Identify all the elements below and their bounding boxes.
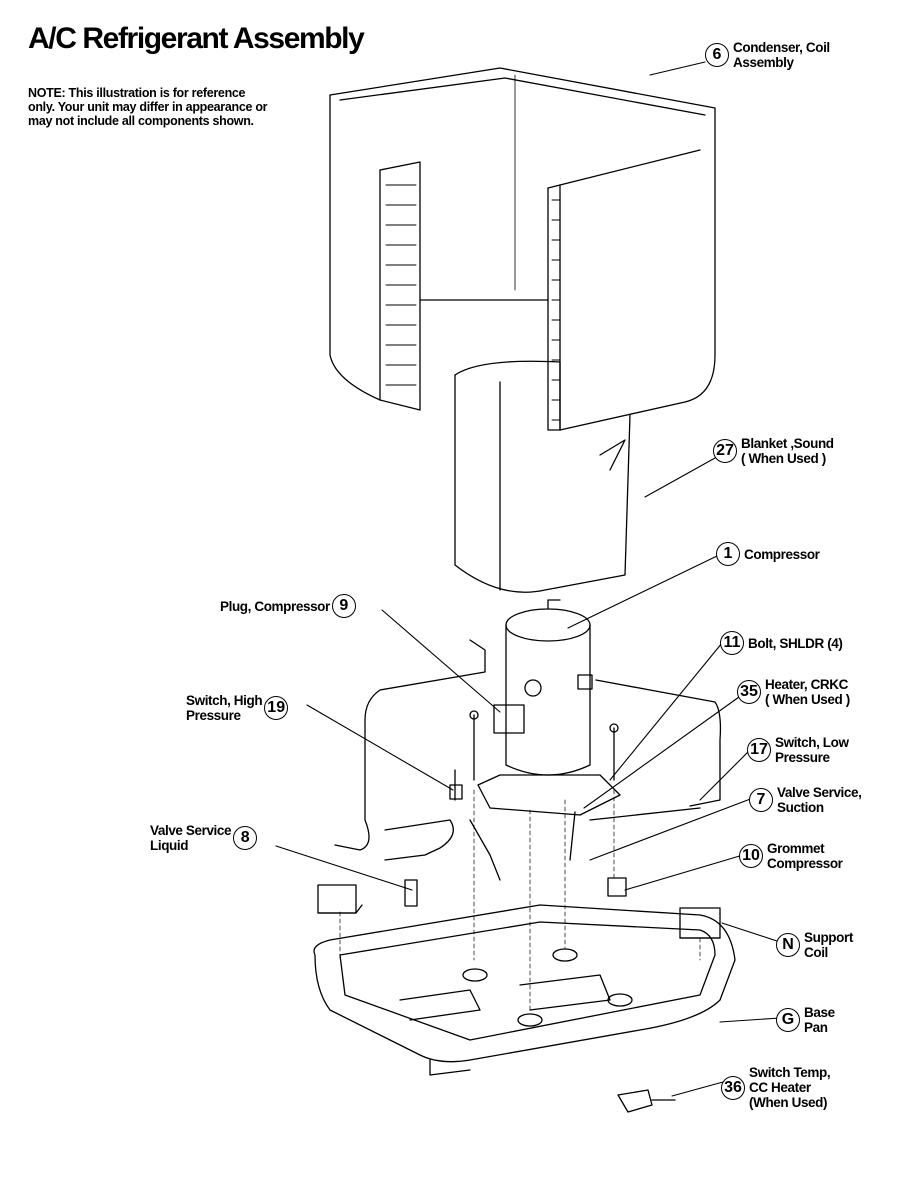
callout-7-number: 7	[749, 788, 773, 812]
callout-8-number: 8	[233, 826, 258, 850]
callout-1-number: 1	[716, 542, 740, 566]
compressor-drawing	[477, 599, 621, 816]
callout-35-label: Heater, CRKC( When Used )	[765, 677, 850, 707]
refrigerant-tubing-drawing	[334, 639, 722, 881]
callout-17-number: 17	[747, 738, 771, 762]
callout-11: 11 Bolt, SHLDR (4)	[720, 631, 843, 655]
callout-7: 7 Valve Service,Suction	[749, 785, 862, 815]
callout-9: Plug, Compressor 9	[220, 594, 356, 618]
note-text: NOTE: This illustration is for reference…	[28, 86, 268, 128]
callout-9-number: 9	[331, 594, 356, 618]
sound-blanket-drawing	[454, 360, 631, 593]
callout-27: 27 Blanket ,Sound( When Used )	[713, 436, 834, 466]
callout-11-label: Bolt, SHLDR (4)	[748, 635, 843, 651]
page-title: A/C Refrigerant Assembly	[28, 22, 365, 55]
condenser-coil-drawing	[329, 67, 716, 431]
base-pan-drawing	[313, 904, 736, 1076]
callout-7-label: Valve Service,Suction	[777, 785, 862, 815]
callout-27-number: 27	[713, 439, 737, 463]
callout-35-number: 35	[737, 680, 761, 704]
callout-6-number: 6	[705, 43, 729, 67]
callout-19-number: 19	[264, 696, 289, 720]
callout-36-label: Switch Temp,CC Heater(When Used)	[749, 1065, 831, 1110]
callout-36: 36 Switch Temp,CC Heater(When Used)	[721, 1065, 831, 1110]
callout-35: 35 Heater, CRKC( When Used )	[737, 677, 850, 707]
callout-11-number: 11	[720, 631, 744, 655]
callout-1: 1 Compressor	[716, 542, 820, 566]
leader-lines	[275, 61, 781, 1097]
callout-N-number: N	[776, 933, 800, 957]
callout-1-label: Compressor	[744, 546, 820, 562]
callout-9-label: Plug, Compressor	[220, 598, 330, 614]
callout-36-number: 36	[721, 1075, 745, 1100]
callout-10-number: 10	[739, 844, 763, 868]
alignment-lines	[339, 789, 701, 1013]
callout-27-label: Blanket ,Sound( When Used )	[741, 436, 834, 466]
callout-G-number: G	[776, 1008, 800, 1032]
